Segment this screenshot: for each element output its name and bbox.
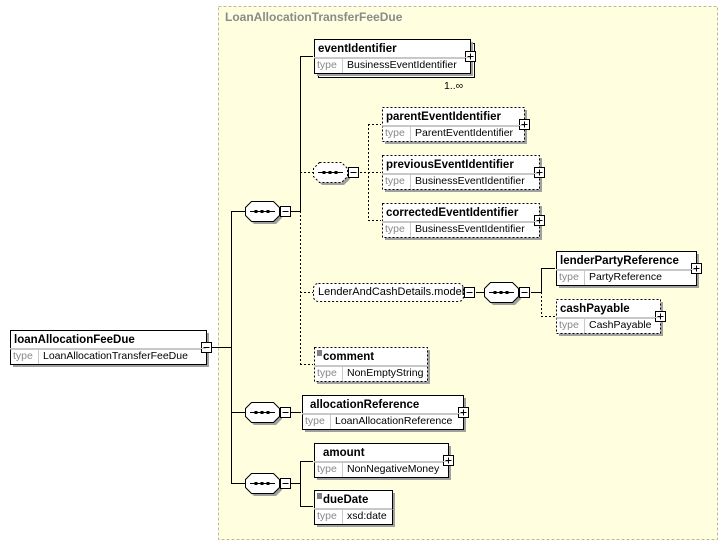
expand-icon[interactable] [534,215,545,226]
parent-event-identifier-box [382,107,530,144]
cash-payable-type: CashPayable [584,318,651,333]
type-label: type [317,59,337,71]
corrected-event-identifier-element[interactable]: correctedEventIdentifier type BusinessEve… [382,203,539,237]
type-label: type [13,350,33,362]
collapse-icon[interactable] [348,167,359,178]
corrected-event-identifier-box [382,203,545,240]
expand-icon[interactable] [465,51,476,62]
event-identifier-occurrence: 1..∞ [444,80,464,92]
event-identifier-box [314,39,476,78]
expand-icon[interactable] [691,263,702,274]
type-label: type [317,510,337,522]
sequence-compositor-event-ids[interactable] [313,162,359,186]
amount-element[interactable]: amount type NonNegativeMoney [314,443,448,477]
due-date-type: xsd:date [342,509,387,524]
parent-event-identifier-type: ParentEventIdentifier [410,126,513,141]
collapse-icon[interactable] [280,407,291,418]
corrected-event-identifier-name: correctedEventIdentifier [386,207,519,219]
root-element-box [10,330,212,367]
due-date-box [314,490,395,527]
event-identifier-element[interactable]: eventIdentifier type BusinessEventIdentif… [314,39,470,73]
collapse-icon[interactable] [280,206,291,217]
root-element-name: loanAllocationFeeDue [14,334,135,346]
comment-box [314,347,430,384]
previous-event-identifier-box [382,155,545,192]
root-element-type: LoanAllocationTransferFeeDue [38,349,188,364]
due-date-element[interactable]: dueDate type xsd:date [314,490,392,524]
allocation-reference-name: allocationReference [310,399,420,411]
sequence-compositor-allocation[interactable] [245,402,291,426]
type-label: type [317,367,337,379]
cash-payable-box [556,299,666,336]
sequence-compositor-amount-date[interactable] [245,473,291,497]
sequence-compositor-lender-cash[interactable] [484,282,530,306]
amount-name: amount [323,447,365,459]
comment-name: comment [323,351,375,363]
lender-party-reference-name: lenderPartyReference [560,255,679,267]
allocation-reference-type: LoanAllocationReference [330,414,452,429]
corrected-event-identifier-type: BusinessEventIdentifier [410,222,525,237]
amount-box [314,443,454,480]
root-element[interactable]: loanAllocationFeeDue type LoanAllocationT… [10,330,206,364]
parent-event-identifier-element[interactable]: parentEventIdentifier type ParentEventIde… [382,107,524,141]
collapse-icon[interactable] [201,342,212,353]
expand-icon[interactable] [655,311,666,322]
parent-event-identifier-name: parentEventIdentifier [386,111,502,123]
comment-element[interactable]: comment type NonEmptyString [314,347,427,381]
expand-icon[interactable] [534,167,545,178]
previous-event-identifier-element[interactable]: previousEventIdentifier type BusinessEven… [382,155,539,189]
lender-party-reference-box [556,251,702,288]
type-label: type [385,175,405,187]
previous-event-identifier-name: previousEventIdentifier [386,159,514,171]
lender-party-reference-element[interactable]: lenderPartyReference type PartyReference [556,251,696,285]
event-identifier-type: BusinessEventIdentifier [342,58,457,73]
lender-party-reference-type: PartyReference [584,270,662,285]
type-label: type [385,127,405,139]
type-label: type [385,223,405,235]
allocation-reference-element[interactable]: allocationReference type LoanAllocationRe… [302,395,463,429]
documentation-icon [317,493,322,499]
collapse-icon[interactable] [519,287,530,298]
type-label: type [305,415,325,427]
type-label: type [559,271,579,283]
type-label: type [317,463,337,475]
expand-icon[interactable] [458,407,469,418]
documentation-icon [317,350,322,356]
collapse-icon[interactable] [464,287,475,298]
lender-and-cash-details-group-box[interactable] [313,283,475,302]
connector-lines [207,56,555,507]
amount-type: NonNegativeMoney [342,462,439,477]
allocation-reference-box [302,395,469,432]
comment-type: NonEmptyString [342,366,423,381]
due-date-name: dueDate [323,494,369,506]
cash-payable-element[interactable]: cashPayable type CashPayable [556,299,660,333]
event-identifier-name: eventIdentifier [318,43,397,55]
expand-icon[interactable] [443,455,454,466]
previous-event-identifier-type: BusinessEventIdentifier [410,174,525,189]
type-label: type [559,319,579,331]
lender-and-cash-details-group-label: LenderAndCashDetails.model [318,286,465,298]
cash-payable-name: cashPayable [560,303,630,315]
expand-icon[interactable] [519,119,530,130]
optional-connector-lines [300,124,555,365]
complex-type-title: LoanAllocationTransferFeeDue [225,10,403,24]
collapse-icon[interactable] [280,478,291,489]
sequence-compositor-main[interactable] [245,201,291,225]
